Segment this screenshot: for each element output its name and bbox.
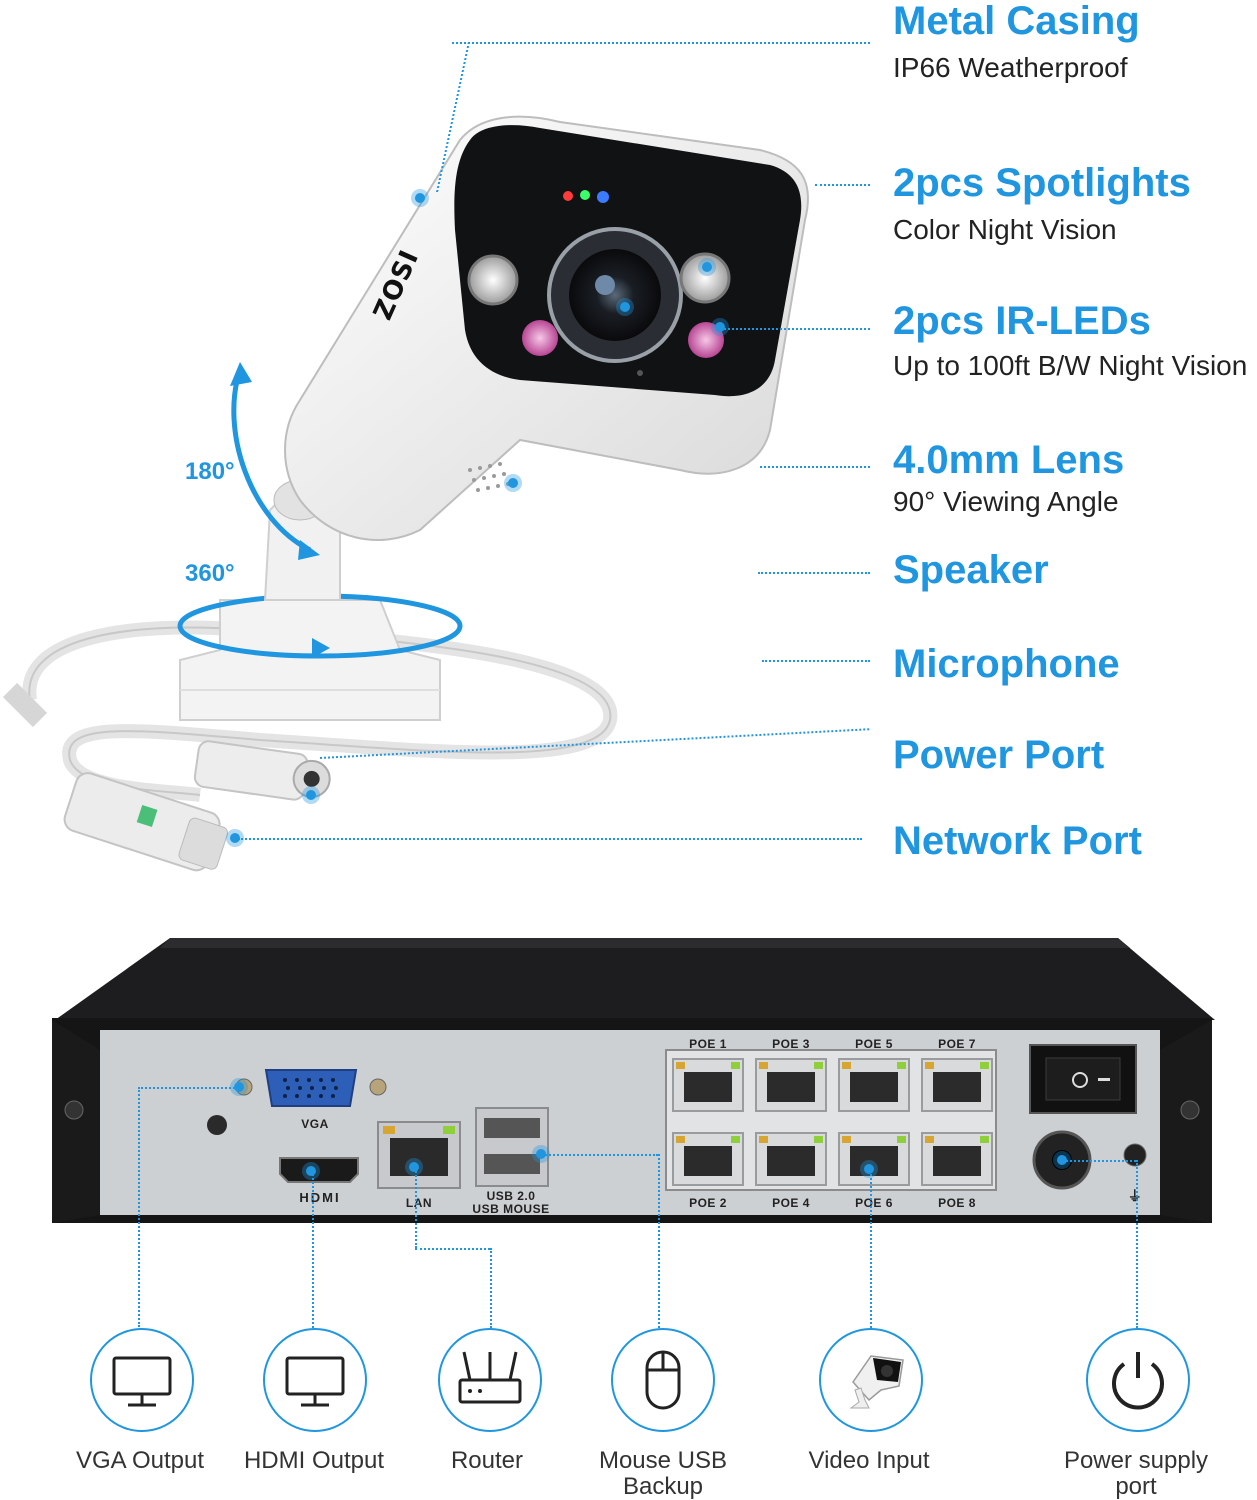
nvr-dot-poe (864, 1164, 874, 1174)
nvr-line-usb-v (658, 1154, 660, 1328)
feature-spotlights-title: 2pcs Spotlights (893, 161, 1191, 205)
nvr-line-poe (870, 1170, 872, 1328)
nvr-line-lan-h (415, 1248, 490, 1250)
callout-line-mic (762, 660, 870, 662)
poe-port-2 (672, 1132, 744, 1186)
hdmi-port-label: HDMI (299, 1190, 341, 1205)
callout-dot-spot (702, 262, 712, 272)
rotation-vertical-label: 180° (185, 458, 235, 485)
poe-label-3: POE 3 (772, 1037, 810, 1051)
feature-spotlights-subtitle: Color Night Vision (893, 214, 1117, 245)
nvr-line-usb-h (542, 1154, 658, 1156)
callout-line-ir (720, 328, 870, 330)
feature-lens-title: 4.0mm Lens (893, 438, 1125, 482)
poe-port-8 (921, 1132, 993, 1186)
callout-line-spot (815, 184, 870, 186)
feature-ir-leds-subtitle: Up to 100ft B/W Night Vision (893, 350, 1248, 381)
monitor-icon (90, 1328, 194, 1432)
poe-label-8: POE 8 (938, 1196, 976, 1210)
ground-symbol: ⏚ (1127, 1188, 1143, 1204)
nvr-line-lan-v1 (415, 1168, 417, 1248)
nvr-dot-vga (234, 1082, 244, 1092)
mouse-icon (611, 1328, 715, 1432)
callout-dot-network (230, 833, 240, 843)
poe-label-7: POE 7 (938, 1037, 976, 1051)
power-connector (193, 740, 331, 801)
feature-metal-casing-subtitle: IP66 Weatherproof (893, 52, 1128, 83)
callout-line-metal (452, 42, 870, 44)
poe-port-4 (755, 1132, 827, 1186)
poe-port-3 (755, 1058, 827, 1112)
feature-microphone-title: Microphone (893, 642, 1120, 686)
video-input-label: Video Input (808, 1447, 930, 1474)
power-icon (1086, 1328, 1190, 1432)
nvr-line-hdmi (312, 1170, 314, 1328)
callout-dot-power (306, 790, 316, 800)
nvr-line-vga-h (138, 1087, 238, 1089)
feature-metal-casing-title: Metal Casing (893, 0, 1140, 43)
callout-line-network (238, 838, 862, 840)
poe-label-5: POE 5 (855, 1037, 893, 1051)
poe-port-5 (838, 1058, 910, 1112)
callout-line-speaker (758, 572, 870, 574)
poe-label-1: POE 1 (689, 1037, 727, 1051)
nvr-illustration (52, 938, 1215, 1223)
poe-label-4: POE 4 (772, 1196, 810, 1210)
power-supply-port-label: Power supply port (1063, 1447, 1209, 1500)
nvr-dot-usb (536, 1149, 546, 1159)
poe-label-2: POE 2 (689, 1196, 727, 1210)
nvr-line-lan-v2 (490, 1248, 492, 1328)
hdmi-output-label: HDMI Output (243, 1447, 385, 1474)
camera-icon (819, 1328, 923, 1432)
feature-speaker-title: Speaker (893, 548, 1049, 592)
nvr-dot-hdmi (306, 1166, 316, 1176)
nvr-line-dc-v (1136, 1160, 1138, 1328)
nvr-dot-lan (409, 1162, 419, 1172)
feature-power-port-title: Power Port (893, 733, 1105, 777)
feature-lens-subtitle: 90° Viewing Angle (893, 486, 1119, 517)
callout-dot-ir (715, 322, 725, 332)
poe-label-6: POE 6 (855, 1196, 893, 1210)
router-icon (438, 1328, 542, 1432)
vga-output-label: VGA Output (75, 1447, 205, 1474)
camera-illustration (2, 115, 809, 872)
vga-port-label: VGA (301, 1117, 329, 1131)
poe-port-7 (921, 1058, 993, 1112)
poe-port-6 (838, 1132, 910, 1186)
router-label: Router (450, 1447, 524, 1474)
feature-network-port-title: Network Port (893, 819, 1142, 863)
network-connector (63, 772, 229, 872)
lan-port-label: LAN (405, 1196, 433, 1210)
nvr-line-vga-v (138, 1087, 140, 1327)
nvr-line-dc-h (1062, 1160, 1136, 1162)
monitor-icon (263, 1328, 367, 1432)
mouse-usb-backup-label: Mouse USB Backup (598, 1447, 728, 1500)
callout-dot-mic (508, 478, 518, 488)
feature-ir-leds-title: 2pcs IR-LEDs (893, 299, 1151, 343)
callout-dot-metal (415, 193, 425, 203)
poe-port-1 (672, 1058, 744, 1112)
callout-dot-lens (620, 302, 630, 312)
rotation-horizontal-label: 360° (185, 560, 235, 587)
callout-line-lens (760, 466, 870, 468)
